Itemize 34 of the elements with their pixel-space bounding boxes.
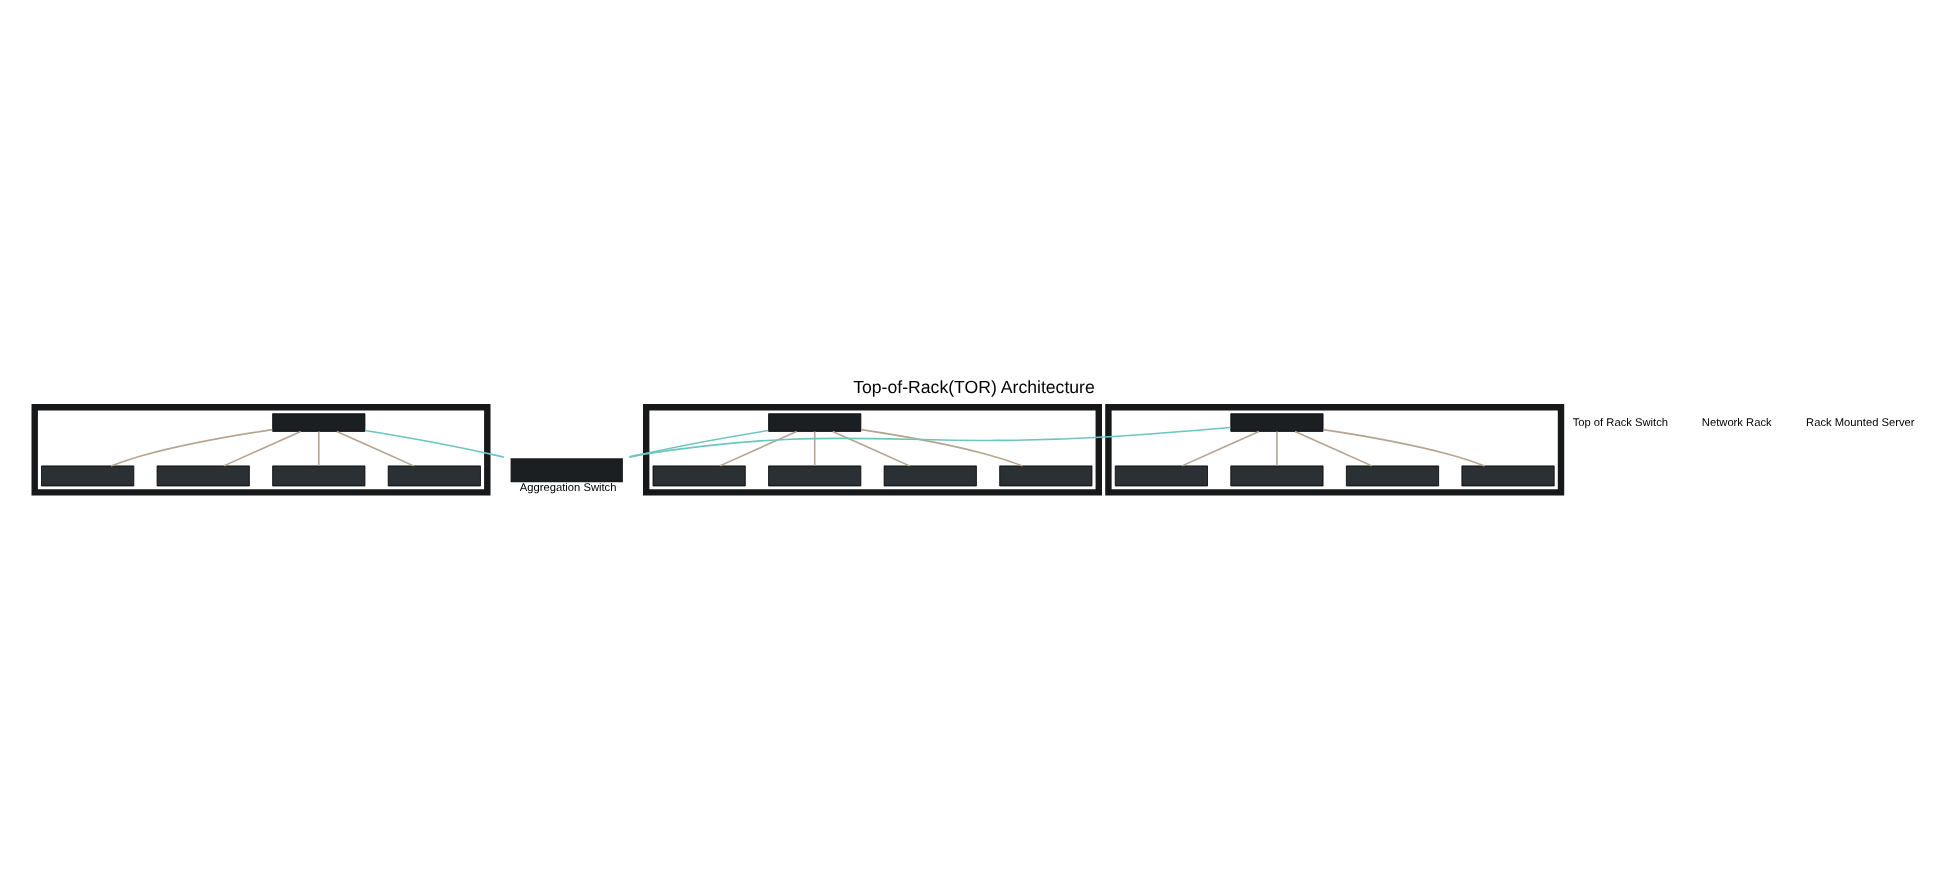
connector (1181, 429, 1260, 466)
connector (223, 429, 302, 466)
connector (813, 429, 816, 466)
node-box (883, 464, 977, 486)
connector (628, 428, 770, 458)
node-box (156, 464, 250, 486)
connector (1322, 427, 1486, 466)
node-box (510, 457, 623, 482)
connector (1276, 429, 1278, 466)
connector (719, 429, 798, 466)
diagram-title: Top-of-Rack(TOR) Architecture (853, 375, 1095, 396)
node-box (1230, 412, 1324, 431)
connector (336, 429, 415, 466)
connector (1294, 429, 1373, 466)
node-box (272, 464, 366, 486)
node-box (1230, 464, 1324, 486)
node-box (768, 412, 862, 431)
cluster (31, 403, 491, 495)
node-box (1114, 464, 1208, 486)
node-box (387, 464, 481, 486)
node-box (1461, 464, 1555, 486)
cluster (643, 403, 1102, 495)
node-box (652, 464, 746, 486)
connector (317, 429, 320, 466)
connector (628, 425, 1232, 457)
node-box (41, 464, 135, 486)
connector (110, 427, 274, 466)
node-box (1345, 464, 1440, 486)
node-box (272, 412, 366, 431)
node-box (768, 464, 862, 486)
node-box (999, 464, 1093, 486)
connector (831, 429, 911, 466)
connector (860, 427, 1024, 466)
cluster (1105, 403, 1565, 495)
